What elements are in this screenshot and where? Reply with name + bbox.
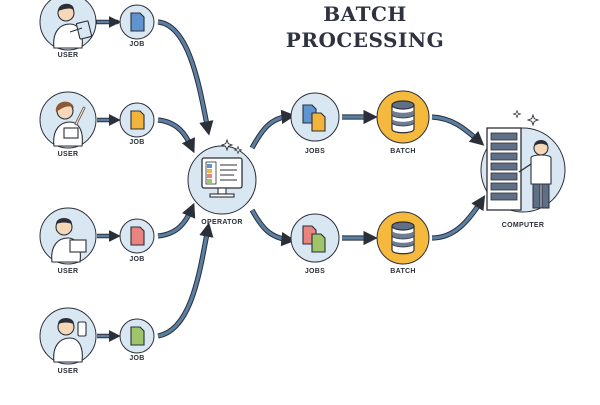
job-node-4 [119,318,155,354]
user-to-job-arrows [94,16,121,342]
job-node-1 [119,4,155,40]
documents-icon [302,104,326,132]
monitor-icon [201,157,243,198]
job-label: JOB [129,256,145,263]
computer-label: COMPUTER [501,222,545,229]
computer-node [480,109,566,213]
job-node-3 [119,218,155,254]
sparkle-icon [526,113,540,127]
user-node-3 [39,207,97,265]
diagram-title-line1: BATCH [323,2,407,26]
job-label: JOB [129,139,145,146]
batch-node-2 [376,211,430,265]
sparkle-icon [512,109,522,119]
document-icon [130,110,145,130]
jobs-node-1 [290,92,340,142]
jobs-label: JOBS [304,148,326,155]
document-icon [130,226,145,246]
server-rack-icon [486,127,522,211]
person-icon [53,318,87,363]
user-label: USER [57,52,79,59]
document-icon [130,12,145,32]
user-node-2 [39,91,97,149]
sparkle-icon [220,138,234,152]
user-node-4 [39,307,97,365]
user-label: USER [57,268,79,275]
database-icon [391,100,415,134]
jobs-to-batch-arrows [342,109,378,246]
operator-node [187,138,257,215]
job-to-operator-arrows [157,19,214,339]
diagram-title-line2: PROCESSING [285,28,445,52]
user-label: USER [57,368,79,375]
operator-label: OPERATOR [201,219,243,226]
document-icon [130,326,145,346]
job-node-2 [119,102,155,138]
technician-icon [518,140,552,209]
jobs-label: JOBS [304,268,326,275]
user-label: USER [57,151,79,158]
jobs-node-2 [290,213,340,263]
batch-to-computer-arrows [431,114,486,241]
batch-label: BATCH [390,268,416,275]
database-icon [391,221,415,255]
person-icon [53,101,86,147]
job-label: JOB [129,41,145,48]
sparkle-icon [233,145,243,155]
operator-to-jobs-arrows [249,109,296,247]
batch-label: BATCH [390,148,416,155]
job-label: JOB [129,355,145,362]
batch-node-1 [376,90,430,144]
person-icon [51,218,87,263]
user-node-1 [39,0,97,51]
person-icon [53,3,93,49]
connectors [94,16,486,342]
documents-icon [302,225,326,253]
